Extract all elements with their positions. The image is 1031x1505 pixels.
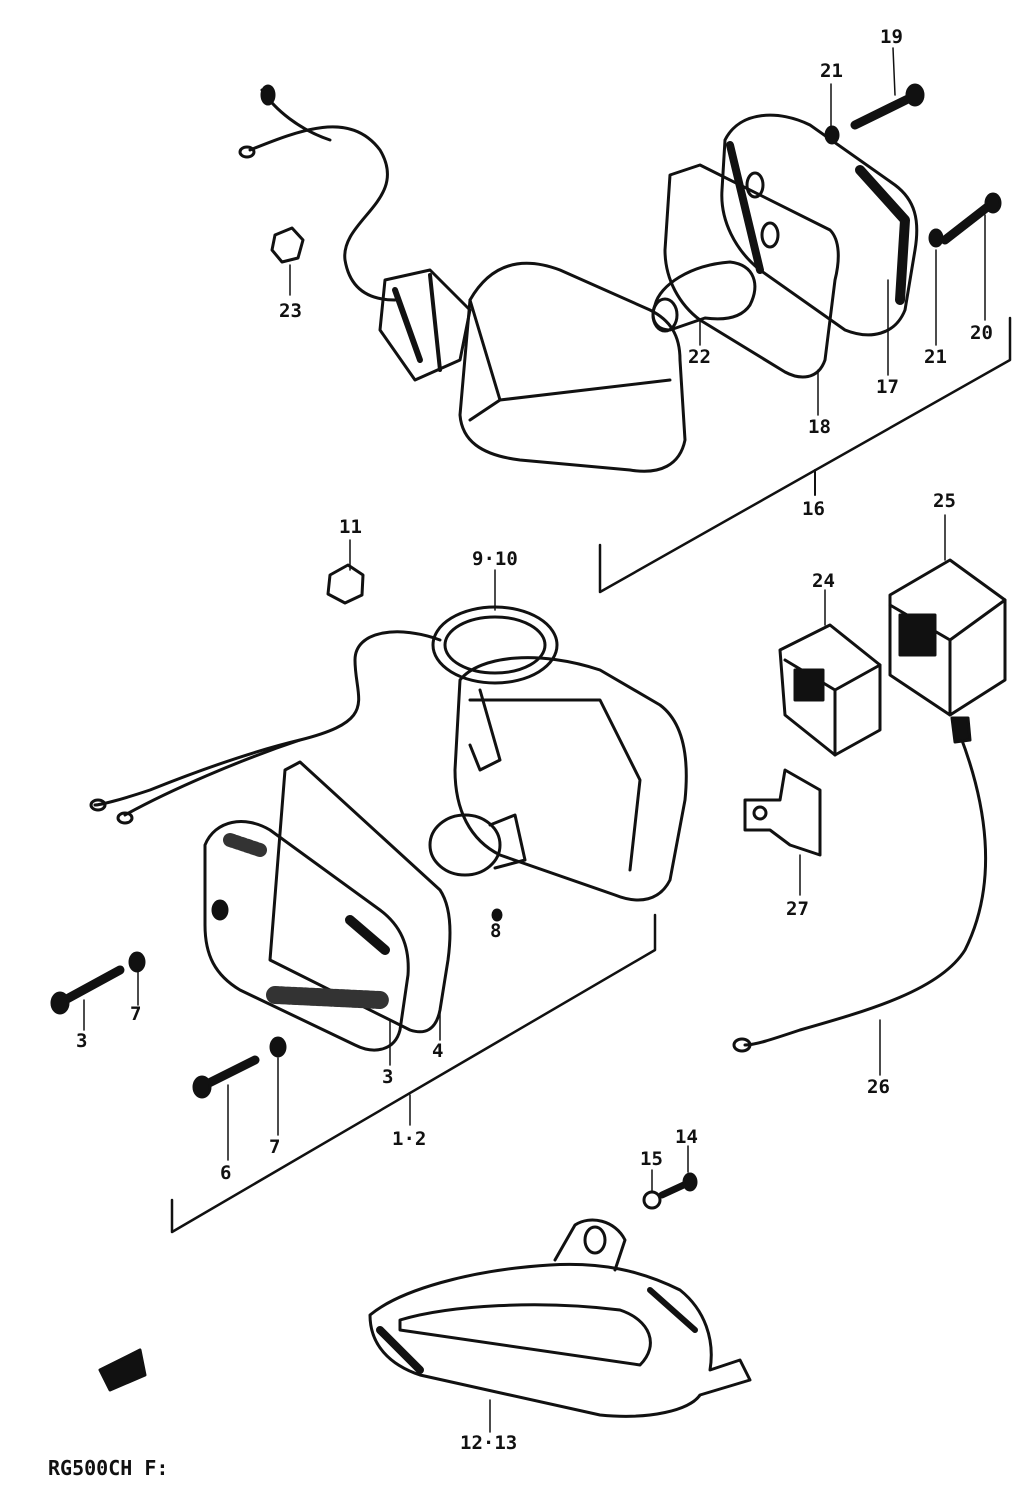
rear-screw-5	[50, 965, 125, 1015]
label-part-14: 14	[675, 1126, 698, 1148]
upper-lamp-housing	[458, 261, 687, 473]
screw-8	[491, 908, 503, 922]
bracket-16	[598, 316, 1012, 594]
nut-11	[326, 563, 365, 605]
relay-25	[888, 558, 1007, 717]
upper-wire-terminal-b	[260, 84, 276, 106]
upper-screw-20	[940, 192, 1002, 245]
label-part-9-10: 9·10	[472, 548, 518, 570]
label-part-7-left: 7	[130, 1003, 142, 1025]
label-part-11: 11	[339, 516, 362, 538]
label-part-17: 17	[876, 376, 899, 398]
label-part-6: 6	[220, 1162, 232, 1184]
front-turn-signal-assembly	[238, 83, 1012, 594]
upper-lamp-stem	[378, 268, 472, 382]
rear-screw-6	[192, 1055, 260, 1099]
rear-wire	[93, 630, 442, 807]
diagram-code: RG500CH F:	[48, 1456, 169, 1480]
nut-23	[270, 226, 305, 264]
washer-7b	[269, 1036, 287, 1058]
relay-24	[778, 623, 882, 757]
front-arrow-icon	[98, 1348, 147, 1392]
label-part-24: 24	[812, 570, 835, 592]
rear-gasket	[268, 760, 452, 1034]
label-part-3: 3	[382, 1066, 394, 1088]
upper-gasket	[663, 163, 840, 379]
upper-wire	[248, 125, 397, 302]
label-part-12-13: 12·13	[460, 1432, 518, 1454]
rear-bulb	[428, 813, 527, 877]
label-part-20: 20	[970, 322, 993, 344]
label-part-25: 25	[933, 490, 956, 512]
label-part-19: 19	[880, 26, 903, 48]
washer-21b	[928, 228, 944, 248]
bracket-27	[743, 768, 822, 857]
label-part-5: 3	[76, 1030, 88, 1052]
label-part-21-bottom: 21	[924, 346, 947, 368]
upper-bulb	[651, 260, 757, 333]
label-part-1-2: 1·2	[392, 1128, 427, 1150]
label-part-23: 23	[279, 300, 302, 322]
label-part-8: 8	[490, 920, 502, 942]
label-part-27: 27	[786, 898, 809, 920]
rear-lamp-housing	[453, 656, 688, 902]
label-part-22: 22	[688, 346, 711, 368]
label-part-7-right: 7	[269, 1136, 281, 1158]
leader-lines	[83, 47, 986, 1433]
rear-turn-signal-assembly	[50, 563, 688, 1234]
label-part-15: 15	[640, 1148, 663, 1170]
upper-lens	[720, 113, 919, 337]
label-part-21-top: 21	[820, 60, 843, 82]
label-part-26: 26	[867, 1076, 890, 1098]
upper-wire-terminal-a	[238, 145, 256, 159]
rear-wire-terminal-b	[116, 811, 134, 825]
rear-wire-terminal-a	[89, 798, 107, 812]
upper-screw-19	[850, 83, 925, 130]
wire-26	[743, 733, 988, 1047]
screw-14	[658, 1172, 698, 1199]
label-part-16: 16	[802, 498, 825, 520]
rear-lens	[203, 820, 410, 1052]
bracket-1-2	[170, 913, 657, 1234]
washer-7a	[128, 951, 146, 973]
washer-21a	[824, 125, 840, 145]
washer-15	[642, 1190, 662, 1210]
lower-lamp	[368, 1218, 752, 1418]
label-part-18: 18	[808, 416, 831, 438]
label-part-4: 4	[432, 1040, 444, 1062]
